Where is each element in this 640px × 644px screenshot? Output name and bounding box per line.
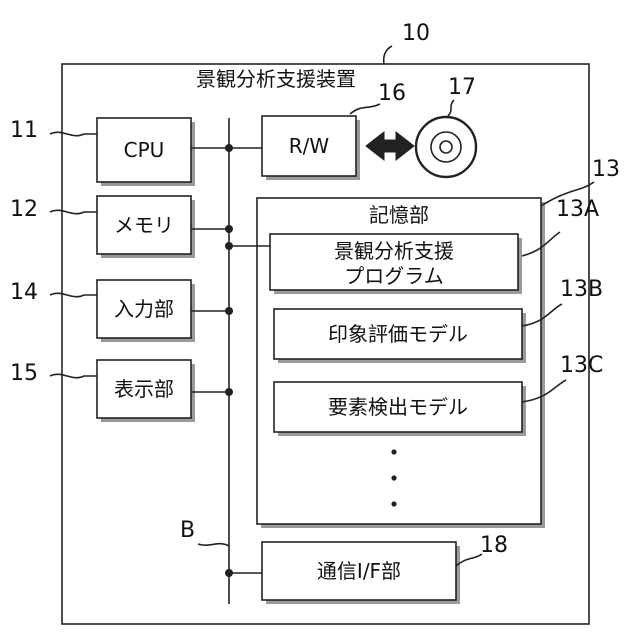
program-label-1: 景観分析支援 xyxy=(334,239,454,263)
element-label: 要素検出モデル xyxy=(328,395,468,419)
bus-junction xyxy=(225,388,233,396)
ref-rw: 16 xyxy=(378,81,406,106)
ref-comm: 18 xyxy=(480,533,508,558)
comm-label: 通信I/F部 xyxy=(317,559,401,583)
impression-label: 印象評価モデル xyxy=(328,322,468,346)
ref-program: 13A xyxy=(556,197,599,222)
cpu-label: CPU xyxy=(124,138,165,162)
ellipsis-dot xyxy=(391,449,396,454)
bus-junction xyxy=(225,242,233,250)
memory-label: メモリ xyxy=(114,213,174,237)
bus-junction xyxy=(225,569,233,577)
ref-display: 15 xyxy=(10,361,38,386)
ref-cpu: 11 xyxy=(10,118,38,143)
bus-junction xyxy=(225,225,233,233)
apparatus-title: 景観分析支援装置 xyxy=(196,67,356,91)
ref-storage: 13 xyxy=(592,157,620,182)
storage-label: 記憶部 xyxy=(369,203,429,227)
disk-icon xyxy=(416,117,476,177)
ref-element: 13C xyxy=(560,353,603,378)
ref-memory: 12 xyxy=(10,197,38,222)
bus-junction xyxy=(225,144,233,152)
ref-impression: 13B xyxy=(560,277,603,302)
ellipsis-dot xyxy=(391,501,396,506)
display-label: 表示部 xyxy=(114,377,174,401)
ref-bus: B xyxy=(180,518,195,543)
rw-label: R/W xyxy=(289,134,330,158)
ref-apparatus: 10 xyxy=(402,21,430,46)
input-label: 入力部 xyxy=(114,297,174,321)
program-label-2: プログラム xyxy=(344,264,443,288)
ref-disk: 17 xyxy=(448,75,476,100)
ellipsis-dot xyxy=(391,475,396,480)
leader-apparatus xyxy=(384,46,392,64)
ref-input: 14 xyxy=(10,280,38,305)
bus-junction xyxy=(225,307,233,315)
